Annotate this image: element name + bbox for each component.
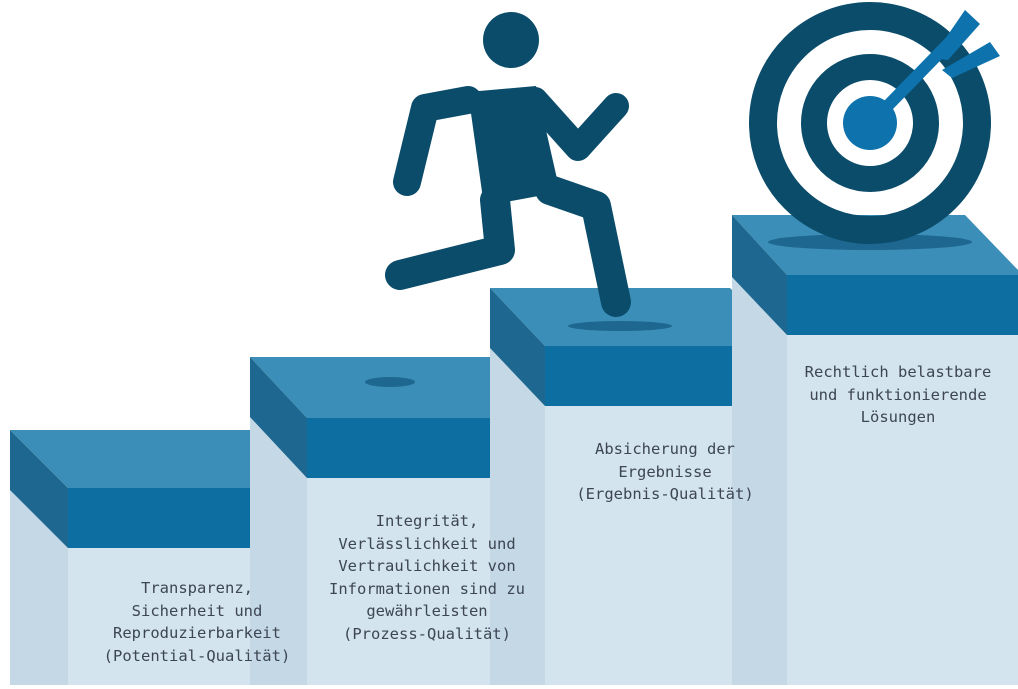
arrow-fletching-lower	[942, 42, 1000, 78]
step-1-front-face	[68, 548, 250, 685]
step-4-top-band	[787, 275, 1018, 335]
step-2-top-surface	[250, 357, 545, 418]
step-3-side-band	[490, 288, 545, 406]
runner-front-arm	[522, 87, 629, 161]
step-1-label: Transparenz, Sicherheit und Reproduzierb…	[103, 579, 291, 665]
step-4-block	[732, 215, 1018, 685]
runner-head	[483, 12, 539, 68]
target-bullseye	[843, 96, 897, 150]
step-2-side-band	[250, 357, 307, 478]
step-2-left-face	[250, 408, 307, 685]
step-2-label: Integrität, Verlässlichkeit und Vertraul…	[329, 512, 525, 643]
runner-front-leg	[535, 175, 631, 317]
target-outer-ring	[749, 2, 991, 244]
running-person-icon	[385, 12, 631, 317]
runner-shadow	[568, 321, 672, 331]
step-4-front-face	[787, 335, 1018, 685]
runner-back-arm	[393, 86, 482, 196]
target-inner-ring	[801, 54, 939, 192]
step-4-side-band	[732, 215, 787, 335]
step-1-side-band	[10, 430, 68, 548]
step-3-label: Absicherung der Ergebnisse (Ergebnis-Qua…	[576, 440, 754, 503]
step-3-front-face	[545, 406, 732, 685]
arrow-fletching-upper	[932, 10, 980, 60]
step-2-front-face	[307, 478, 492, 685]
step-1-top-surface	[10, 430, 307, 488]
step-3-left-face	[490, 338, 545, 685]
target-with-arrow-icon	[749, 2, 1000, 244]
step-4-left-face	[732, 265, 787, 685]
step-3-top-surface	[490, 288, 787, 346]
step-2-shadow-spot	[365, 377, 415, 387]
runner-back-leg	[385, 185, 515, 290]
step-4-label: Rechtlich belastbare und funktionierende…	[804, 363, 992, 426]
